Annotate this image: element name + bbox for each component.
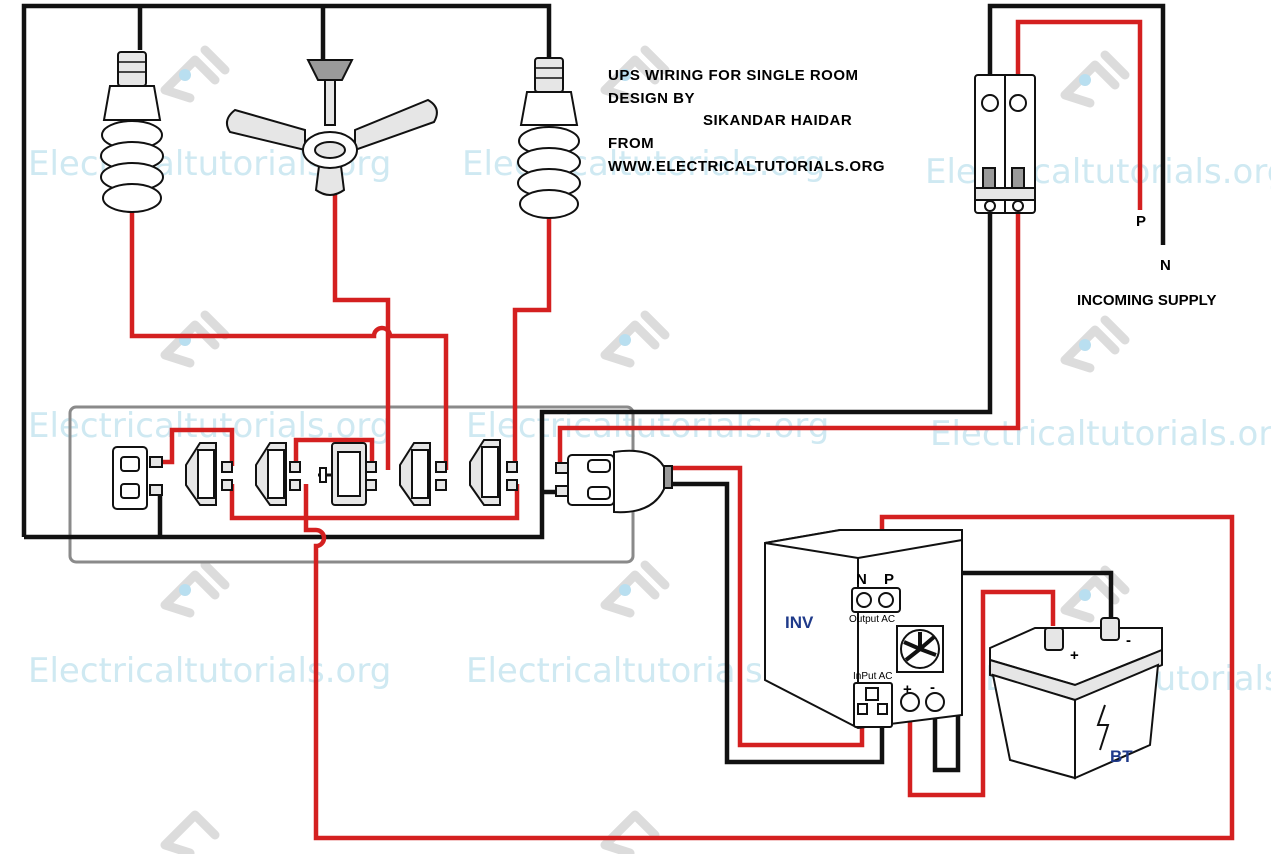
watermark-logo-icon — [1060, 50, 1130, 108]
inverter-minus-label: - — [930, 679, 935, 696]
inverter-p-terminal-label: P — [884, 571, 894, 588]
phase-bus-bottom — [229, 484, 520, 521]
battery-positive-wire — [907, 589, 1056, 798]
watermark-text: Electricaltutorials.org — [28, 651, 391, 691]
watermark-text: Electricaltutorials.org — [930, 414, 1271, 454]
inverter-ups: INV N P Output AC InPut AC + - — [764, 529, 963, 730]
cooling-fan-icon — [896, 625, 944, 673]
input-ac-label: InPut AC — [853, 671, 892, 682]
incoming-supply-label: INCOMING SUPPLY — [1077, 292, 1216, 309]
phase-incoming — [1015, 19, 1143, 210]
plug-top — [555, 449, 673, 514]
fan-regulator — [318, 442, 377, 506]
phase-ups-output — [303, 484, 1235, 841]
ceiling-fan — [225, 59, 438, 196]
inverter-n-terminal-label: N — [856, 571, 867, 588]
neutral-to-breaker — [24, 210, 993, 540]
circuit-breaker — [974, 74, 1036, 214]
switch-4 — [469, 439, 518, 506]
watermark-logo-icon — [160, 810, 220, 854]
switch-3 — [399, 442, 447, 506]
title-line-2: DESIGN BY — [608, 90, 695, 107]
watermark-logo-icon — [600, 560, 670, 618]
battery: + - BT — [989, 617, 1163, 780]
watermark-logo-icon — [160, 310, 230, 368]
title-line-1: UPS WIRING FOR SINGLE ROOM — [608, 67, 859, 84]
neutral-main-loop — [21, 3, 552, 537]
watermark-logo-icon — [600, 45, 670, 103]
phase-switch-link — [293, 437, 375, 470]
phase-bulb-right — [512, 218, 552, 470]
phase-to-breaker — [557, 210, 1021, 470]
switch-1 — [185, 442, 233, 506]
watermark-logo-icon — [160, 560, 230, 618]
phase-ups-input — [670, 465, 865, 748]
phase-socket-link — [162, 427, 235, 466]
watermark-logo-icon — [1060, 565, 1130, 623]
website-url: WWW.ELECTRICALTUTORIALS.ORG — [608, 158, 885, 175]
title-line-3: FROM — [608, 135, 654, 152]
cfl-bulb-right — [517, 57, 581, 219]
author-name: SIKANDAR HAIDAR — [703, 112, 852, 129]
neutral-incoming — [987, 3, 1166, 245]
inverter-label: INV — [785, 613, 814, 632]
phase-wires — [129, 19, 1235, 841]
watermark-logo-icon — [1060, 315, 1130, 373]
watermark-logo-icon — [600, 810, 660, 854]
phase-fan — [332, 195, 391, 470]
neutral-ups-input — [670, 481, 885, 765]
neutral-label: N — [1160, 257, 1171, 274]
phase-label: P — [1136, 213, 1146, 230]
switch-2 — [255, 442, 301, 506]
output-ac-label: Output AC — [849, 614, 895, 625]
title-block: UPS WIRING FOR SINGLE ROOM DESIGN BY SIK… — [608, 67, 885, 175]
watermark-logo-icon — [600, 310, 670, 368]
battery-minus-label: - — [1126, 632, 1131, 649]
battery-label: BT — [1110, 747, 1133, 766]
watermark-logo-icon — [160, 45, 230, 103]
battery-plus-label: + — [1070, 647, 1079, 664]
wall-socket — [112, 446, 163, 510]
inverter-plus-label: + — [903, 681, 912, 698]
cfl-bulb-left — [100, 51, 164, 213]
